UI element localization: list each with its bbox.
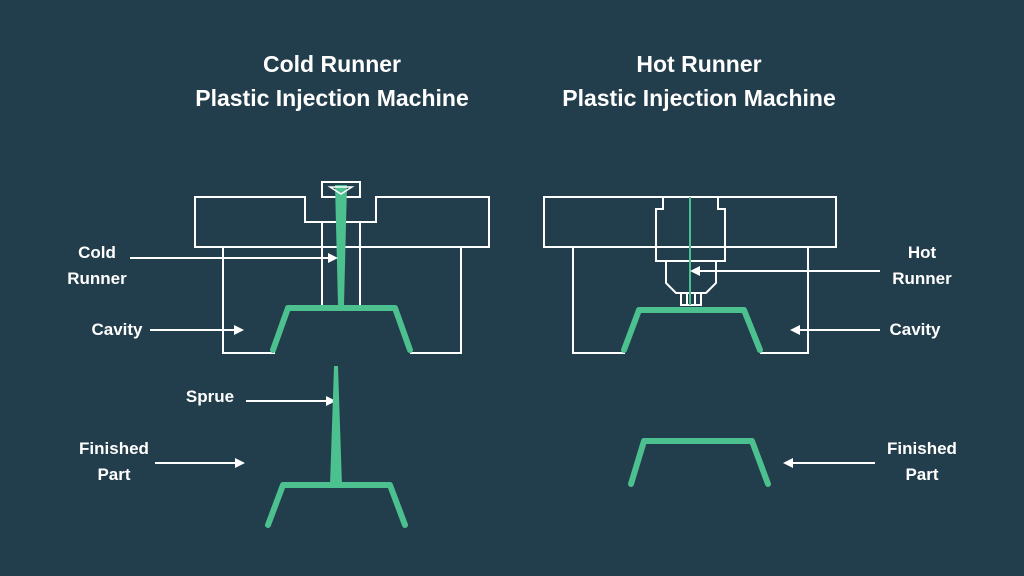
hot-finished-part-label: Finished Part (872, 436, 972, 488)
cold-runner-title-line1: Cold Runner (263, 51, 401, 77)
hot-finished-label-line1: Finished (887, 439, 957, 458)
cold-finished-label-line2: Part (97, 465, 131, 484)
cold-mold-sprue-channel (321, 222, 361, 305)
cold-sprue-cup-icon (327, 186, 355, 195)
cold-finished-part (265, 482, 408, 528)
cold-cavity-label: Cavity (77, 317, 157, 343)
hot-runner-title-line2: Plastic Injection Machine (562, 85, 836, 111)
hot-runner-label: Hot Runner (877, 240, 967, 292)
hot-runner-label-line1: Hot (907, 243, 937, 262)
cold-cavity-part (270, 305, 413, 353)
hot-runner-title: Hot Runner Plastic Injection Machine (509, 47, 889, 115)
hot-runner-tip-detail (686, 293, 696, 305)
cold-runner-label-line1: Cold (78, 243, 116, 262)
cold-runner-mold (194, 181, 490, 354)
cold-runner-label: Cold Runner (52, 240, 142, 292)
hot-cavity-label: Cavity (875, 317, 955, 343)
hot-mold-lower-body (572, 247, 809, 354)
hot-cavity-label-text: Cavity (889, 320, 941, 339)
hot-cavity-part (621, 307, 763, 353)
cold-runner-plastic (335, 185, 347, 305)
hot-finished-label-line2: Part (905, 465, 939, 484)
cold-runner-title: Cold Runner Plastic Injection Machine (142, 47, 522, 115)
cold-runner-label-line2: Runner (67, 269, 127, 288)
cold-mold-lower-body (222, 247, 462, 354)
hot-runner-title-line1: Hot Runner (636, 51, 762, 77)
cold-sprue-in-mold (335, 185, 347, 305)
hot-runner-label-line2: Runner (892, 269, 952, 288)
sprue-label: Sprue (172, 384, 248, 410)
cold-mold-top-plate (194, 196, 490, 248)
cold-finished-sprue (330, 366, 342, 485)
cold-finished-label-line1: Finished (79, 439, 149, 458)
cold-mold-sprue-bushing (321, 181, 361, 198)
cold-cavity-label-text: Cavity (91, 320, 143, 339)
cold-finished-part-label: Finished Part (64, 436, 164, 488)
cold-runner-title-line2: Plastic Injection Machine (195, 85, 469, 111)
hot-finished-part (628, 438, 771, 487)
sprue-label-text: Sprue (185, 387, 235, 406)
